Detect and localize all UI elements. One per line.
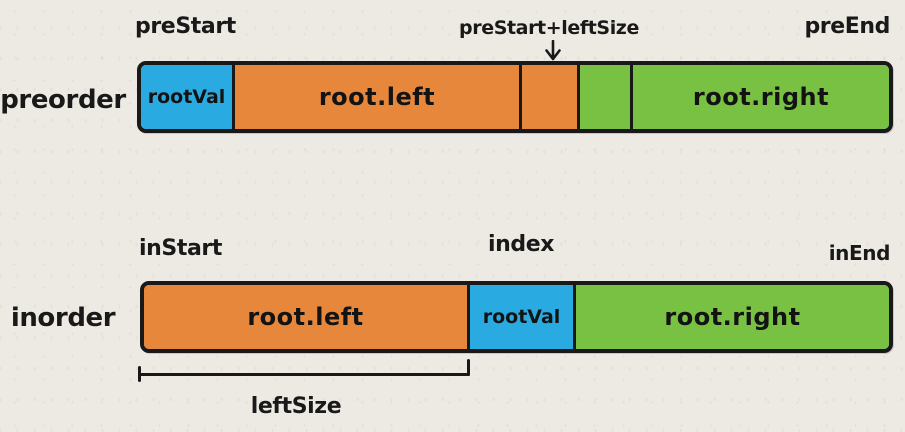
segment-label: rootVal bbox=[482, 306, 561, 328]
prestart-plus-leftsize-pointer-label: preStart+leftSize bbox=[459, 17, 639, 39]
leftsize-bracket-left-tick bbox=[138, 366, 141, 382]
down-arrow-icon bbox=[545, 40, 561, 61]
segment-label: rootVal bbox=[147, 86, 226, 108]
prestart-pointer-label: preStart bbox=[135, 14, 236, 39]
array-segment-root.left: root.left bbox=[144, 285, 470, 349]
array-segment-cell bbox=[522, 65, 580, 129]
inend-pointer-label: inEnd bbox=[828, 241, 891, 265]
leftsize-measure-label: leftSize bbox=[250, 394, 342, 419]
index-pointer-label: index bbox=[487, 232, 555, 257]
inorder-array-bar: root.left rootVal root.right bbox=[140, 281, 893, 353]
array-segment-root.right: root.right bbox=[633, 65, 889, 129]
segment-label: root.left bbox=[318, 83, 436, 111]
array-segment-root.right: root.right bbox=[576, 285, 889, 349]
instart-pointer-label: inStart bbox=[139, 236, 222, 261]
preorder-array-bar: rootVal root.left root.right bbox=[137, 61, 893, 133]
array-segment-rootVal: rootVal bbox=[141, 65, 235, 129]
segment-label: root.left bbox=[247, 303, 364, 331]
array-segment-root.left: root.left bbox=[235, 65, 522, 129]
segment-label: root.right bbox=[692, 83, 830, 111]
preorder-row-label: preorder bbox=[0, 85, 126, 115]
preend-pointer-label: preEnd bbox=[804, 14, 890, 39]
array-segment-cell bbox=[580, 65, 633, 129]
segment-label: root.right bbox=[664, 303, 801, 331]
inorder-row-label: inorder bbox=[10, 303, 116, 333]
array-segment-rootVal: rootVal bbox=[470, 285, 576, 349]
leftsize-bracket-line bbox=[139, 373, 470, 376]
leftsize-bracket-right-tick bbox=[467, 359, 470, 376]
